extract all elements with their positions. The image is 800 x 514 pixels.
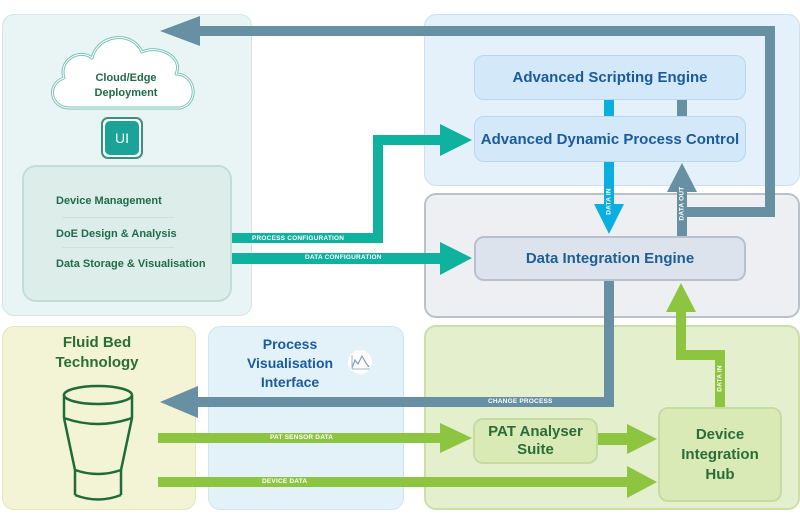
pvi-title-line1: Process (262, 336, 318, 352)
fluid-bed-title-line1: Fluid Bed (62, 334, 132, 351)
module-doe-design-analysis: DoE Design & Analysis (56, 228, 177, 240)
pvi-title-line2: Visualisation (246, 355, 334, 371)
module-data-storage-visualisation: Data Storage & Visualisation (56, 258, 206, 270)
data-in-top-label: DATA IN (605, 188, 613, 215)
data-in-bottom-label: DATA IN (716, 365, 724, 392)
device-data-label: DEVICE DATA (262, 478, 308, 485)
ui-badge: UI (101, 117, 143, 159)
cloud-label-line1: Cloud/Edge (95, 72, 157, 84)
device-integration-hub-box: Device Integration Hub (658, 407, 782, 502)
pat-label-line1: PAT Analyser (488, 423, 583, 440)
pvi-title-line3: Interface (260, 374, 320, 390)
module-divider (62, 217, 174, 218)
cloud-label-line2: Deployment (94, 87, 158, 99)
change-process-label: CHANGE PROCESS (488, 398, 553, 405)
process-visualisation-title: Process Visualisation Interface (230, 335, 350, 392)
hub-label-line3: Hub (705, 465, 735, 483)
hub-label-line1: Device (695, 425, 745, 443)
pat-sensor-data-label: PAT SENSOR DATA (270, 434, 334, 441)
hub-label-line2: Integration (681, 445, 759, 463)
cloud-label: Cloud/Edge Deployment (70, 71, 182, 101)
data-out-top-label: DATA OUT (678, 186, 686, 221)
pat-analyser-suite-box: PAT Analyser Suite (473, 418, 598, 464)
module-divider (62, 247, 174, 248)
data-configuration-label: DATA CONFIGURATION (305, 254, 382, 261)
ui-badge-label: UI (105, 121, 139, 155)
advanced-dynamic-process-control-box: Advanced Dynamic Process Control (474, 116, 746, 162)
data-integration-engine-box: Data Integration Engine (474, 236, 746, 281)
fluid-bed-title-line2: Technology (55, 354, 139, 371)
data-integration-engine-label: Data Integration Engine (525, 250, 695, 267)
advanced-scripting-engine-label: Advanced Scripting Engine (512, 69, 708, 86)
process-configuration-label: PROCESS CONFIGURATION (252, 235, 345, 242)
module-device-management: Device Management (56, 195, 162, 207)
advanced-scripting-engine-box: Advanced Scripting Engine (474, 55, 746, 100)
pat-label-line2: Suite (517, 441, 554, 458)
advanced-dynamic-process-control-label: Advanced Dynamic Process Control (480, 130, 740, 148)
fluid-bed-title: Fluid Bed Technology (22, 333, 172, 373)
